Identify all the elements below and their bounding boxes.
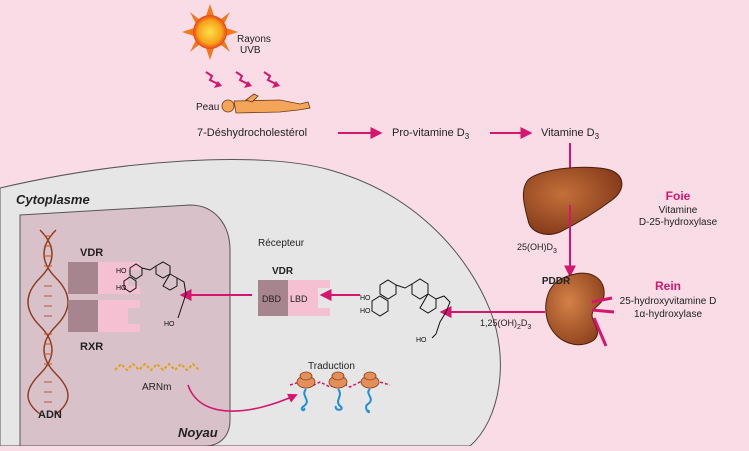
uv-rays-icon bbox=[205, 71, 277, 85]
ribosome-icons bbox=[296, 371, 380, 389]
mrna-label: ARNm bbox=[142, 382, 171, 393]
nucleus-molecule-ho-3: HO bbox=[164, 321, 175, 328]
liver-organ bbox=[522, 166, 623, 235]
uv-label-line1: Rayons bbox=[237, 34, 271, 45]
arrow-mrna-to-translation bbox=[187, 384, 298, 412]
molecule-ho-3: HO bbox=[416, 337, 427, 344]
liver-title: Foie bbox=[666, 189, 691, 203]
molecule-ho-2: HO bbox=[360, 308, 371, 315]
metabolite-25ohd3: 25(OH)D3 bbox=[517, 242, 557, 255]
kidney-enzyme-line2: 1α-hydroxylase bbox=[634, 309, 702, 320]
kidney-title: Rein bbox=[655, 279, 681, 293]
liver-enzyme-line2: D-25-hydroxylase bbox=[639, 217, 718, 228]
nascent-protein-icons bbox=[300, 388, 372, 414]
receptor-label: Récepteur bbox=[258, 238, 305, 249]
liver-enzyme-line1: Vitamine bbox=[659, 205, 698, 216]
kidney-enzyme-line1: 25-hydroxyvitamine D bbox=[620, 296, 717, 307]
dbd-label: DBD bbox=[262, 294, 282, 304]
cytoplasm-label: Cytoplasme bbox=[16, 192, 90, 207]
vdr-receptor-cytoplasm bbox=[258, 280, 330, 316]
uv-label-line2: UVB bbox=[240, 45, 261, 56]
skin-label: Peau bbox=[196, 102, 219, 113]
vdr-label-nucleus: VDR bbox=[80, 247, 103, 259]
nucleus-molecule-ho-2: HO bbox=[116, 285, 127, 292]
dna-helix-icon bbox=[27, 229, 69, 415]
person-lying-icon bbox=[221, 93, 311, 114]
lbd-label: LBD bbox=[290, 294, 308, 304]
metabolite-125oh2d3: 1,25(OH)2D3 bbox=[480, 318, 531, 331]
calcitriol-molecule-nucleus bbox=[123, 261, 187, 319]
step-vitamin-d3: Vitamine D3 bbox=[541, 127, 600, 141]
kidney-vessels-icon bbox=[591, 296, 615, 347]
dna-label: ADN bbox=[38, 409, 62, 421]
nucleus-label: Noyau bbox=[178, 425, 218, 440]
vdr-label-cytoplasm: VDR bbox=[272, 266, 294, 277]
rxr-label: RXR bbox=[80, 341, 103, 353]
step-provitamin-d3: Pro-vitamine D3 bbox=[392, 127, 470, 141]
pddr-label: PDDR bbox=[542, 276, 571, 287]
molecule-ho-1: HO bbox=[360, 295, 371, 302]
calcitriol-molecule-cytoplasm bbox=[371, 278, 451, 339]
translation-label: Traduction bbox=[308, 361, 355, 372]
sun-icon bbox=[182, 4, 238, 60]
kidney-organ bbox=[545, 272, 605, 346]
nucleus-molecule-ho-1: HO bbox=[116, 268, 127, 275]
step-7-dehydrocholesterol: 7-Déshydrocholestérol bbox=[197, 127, 307, 139]
